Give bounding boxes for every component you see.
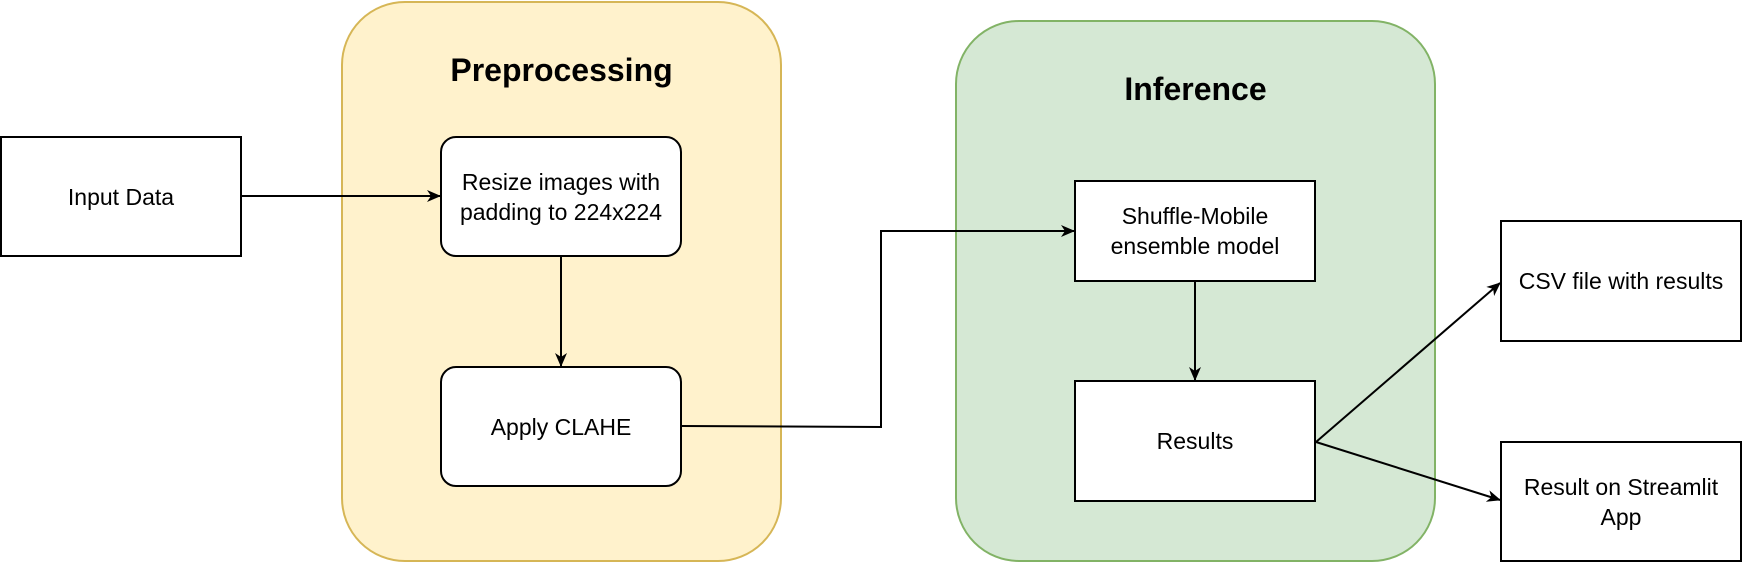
clahe-label: Apply CLAHE xyxy=(490,413,632,440)
input-data-node: Input Data xyxy=(0,136,242,257)
preprocessing-title: Preprocessing xyxy=(450,52,673,88)
model-label: Shuffle-Mobile ensemble model xyxy=(1110,203,1280,259)
resize-label: Resize images with padding to 224x224 xyxy=(459,168,663,225)
streamlit-node: Result on Streamlit App xyxy=(1500,441,1742,562)
streamlit-label: Result on Streamlit App xyxy=(1523,473,1719,530)
csv-node: CSV file with results xyxy=(1500,220,1742,342)
csv-label: CSV file with results xyxy=(1518,268,1724,294)
model-node: Shuffle-Mobile ensemble model xyxy=(1074,180,1316,282)
inference-title: Inference xyxy=(1124,71,1267,107)
resize-node: Resize images with padding to 224x224 xyxy=(440,136,682,257)
clahe-node: Apply CLAHE xyxy=(440,366,682,487)
results-node: Results xyxy=(1074,380,1316,502)
results-label: Results xyxy=(1156,428,1234,454)
input-data-label: Input Data xyxy=(67,183,175,210)
